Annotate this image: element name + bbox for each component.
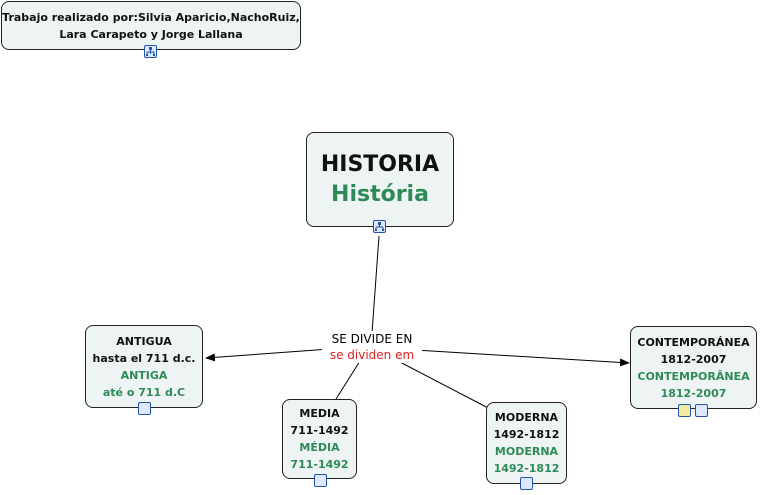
- concept-map-icon[interactable]: [314, 474, 327, 487]
- concept-map-icon[interactable]: [144, 45, 157, 58]
- concept-map-icon[interactable]: [373, 220, 386, 233]
- concept-map-icon[interactable]: [520, 477, 533, 490]
- document-icon[interactable]: [678, 404, 691, 417]
- line-moderna: [397, 360, 493, 411]
- concept-map-icon[interactable]: [695, 404, 708, 417]
- link-label[interactable]: SE DIVIDE EN se dividen em: [322, 331, 422, 363]
- root-node-historia[interactable]: HISTORIA História: [306, 132, 454, 227]
- arrow-antigua: [205, 348, 331, 362]
- line-media: [335, 360, 361, 400]
- arrow-contemporanea: [414, 349, 630, 367]
- concept-map-icon[interactable]: [138, 402, 151, 415]
- credits-node[interactable]: Trabajo realizado por:Silvia Aparicio,Na…: [1, 1, 301, 50]
- line-root-link: [371, 235, 380, 334]
